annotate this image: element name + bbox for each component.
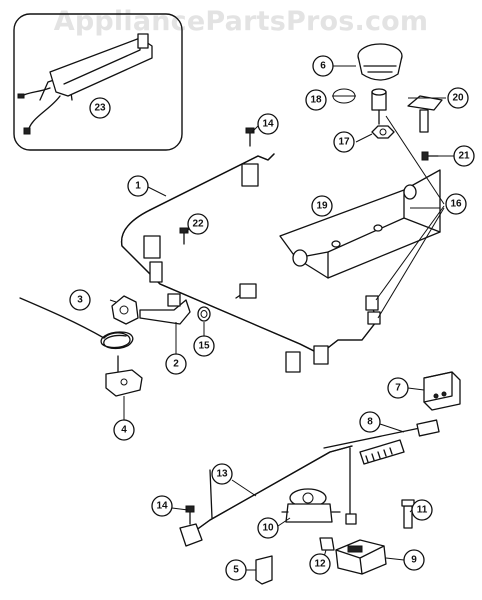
ignitor-module [423,371,461,411]
callout-12: 12 [309,553,331,575]
callout-9: 9 [403,549,425,571]
svg-text:1: 1 [135,181,141,192]
fitting-12 [319,537,335,551]
svg-text:11: 11 [417,505,428,516]
callout-8: 8 [359,411,381,433]
svg-text:5: 5 [233,565,239,576]
callout-1: 1 [127,175,149,197]
gas-tube [179,445,353,547]
svg-text:23: 23 [94,103,106,114]
fitting-15 [197,306,211,322]
mounting-bracket [255,555,273,585]
callout-10: 10 [257,517,279,539]
svg-text:2: 2 [173,359,179,370]
svg-text:6: 6 [320,61,326,72]
bracket [407,95,443,133]
valve-switch [335,539,387,575]
callout-4: 4 [113,419,135,441]
svg-text:15: 15 [198,341,210,352]
svg-text:9: 9 [411,555,417,566]
callout-18: 18 [305,89,327,111]
callout-14-top: 14 [257,113,279,135]
svg-text:22: 22 [192,219,204,230]
callout-20: 20 [447,87,469,109]
callout-22: 22 [187,213,209,235]
thermocouple [19,297,143,397]
svg-text:7: 7 [395,383,401,394]
callout-21: 21 [453,145,475,167]
pilot-valve [139,293,191,325]
callout-23: 23 [89,97,111,119]
svg-text:14: 14 [262,119,274,130]
orifice-upper [371,88,387,125]
burner-bracket [279,169,441,279]
callout-16: 16 [445,193,467,215]
svg-text:10: 10 [262,523,274,534]
svg-text:8: 8 [367,417,373,428]
callout-14-bottom: 14 [151,495,173,517]
svg-text:21: 21 [458,151,470,162]
watermark-text: AppliancePartsPros.com [53,6,429,37]
manifold-pipe [120,153,381,373]
callout-13: 13 [211,463,233,485]
screw-14-bottom [185,505,195,525]
callout-6: 6 [312,55,334,77]
svg-text:17: 17 [338,137,350,148]
svg-text:12: 12 [314,559,326,570]
screw-22 [179,227,189,245]
callout-2: 2 [165,353,187,375]
callout-3: 3 [69,289,91,311]
callout-7: 7 [387,377,409,399]
hex-nut [371,125,395,139]
svg-text:18: 18 [310,95,322,106]
leader-lines [109,65,454,571]
screw-21 [421,151,439,161]
burner-cap [357,43,403,81]
callout-19: 19 [311,195,333,217]
svg-text:3: 3 [77,295,83,306]
pressure-regulator [281,488,341,523]
callout-17: 17 [333,131,355,153]
svg-text:13: 13 [216,469,228,480]
svg-text:14: 14 [156,501,168,512]
svg-text:4: 4 [121,425,127,436]
callout-11: 11 [411,499,433,521]
callout-15: 15 [193,335,215,357]
inset-panel [13,13,183,151]
igniter [323,419,440,525]
svg-text:16: 16 [450,199,462,210]
callout-5: 5 [225,559,247,581]
svg-text:20: 20 [452,93,464,104]
valve-bracket [111,295,139,325]
svg-text:19: 19 [316,201,328,212]
